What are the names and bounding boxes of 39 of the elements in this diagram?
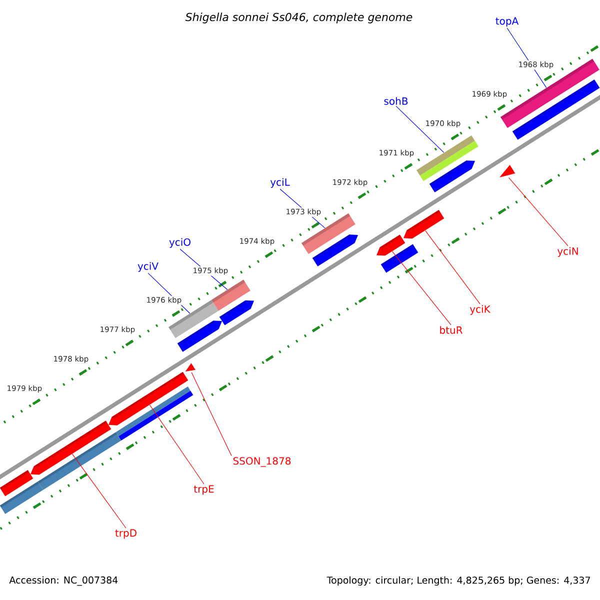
gene-feature — [219, 300, 254, 326]
gene-label: yciK — [470, 305, 491, 315]
gene-bar — [38, 432, 122, 490]
gene-label: yciV — [138, 262, 158, 272]
gene-feature — [177, 320, 222, 352]
leader-line — [424, 230, 480, 304]
title: Shigella sonnei Ss046, complete genome — [185, 12, 412, 24]
gene-feature — [404, 210, 444, 239]
gene-feature — [376, 234, 406, 256]
gene-feature — [108, 372, 188, 426]
gene-feature — [312, 234, 358, 266]
gene-bar — [416, 135, 478, 182]
gene-bar — [0, 470, 34, 496]
gene-feature — [429, 160, 476, 192]
gene-feature — [30, 420, 112, 475]
gene-label: trpD — [115, 529, 136, 539]
leader-line — [392, 251, 452, 326]
gene-label: trpE — [194, 485, 214, 495]
leader-line — [191, 372, 232, 456]
leader-line — [149, 404, 204, 484]
gene-feature — [185, 363, 196, 372]
gene-bar — [380, 244, 418, 273]
gene-bar — [116, 386, 194, 441]
gene-label: yciN — [557, 247, 578, 257]
leader-line — [396, 106, 444, 153]
leader-line — [72, 454, 126, 528]
gene-label: yciO — [169, 238, 190, 248]
gene-label: btuR — [440, 326, 462, 334]
leader-line — [508, 177, 568, 246]
gene-bar — [0, 481, 44, 514]
gene-feature — [500, 164, 516, 178]
gene-label: SSON_1878 — [233, 457, 291, 467]
gene-label: yciL — [270, 178, 290, 188]
gene-label: topA — [496, 17, 519, 27]
gene-bar — [211, 280, 250, 311]
gene-label: sohB — [384, 97, 408, 105]
gene-bar — [512, 79, 600, 140]
footer-text: Accession: NC_007384 — [9, 576, 118, 586]
footer-text: Topology: circular; Length: 4,825,265 bp; Genes: 4,337 — [326, 576, 590, 586]
